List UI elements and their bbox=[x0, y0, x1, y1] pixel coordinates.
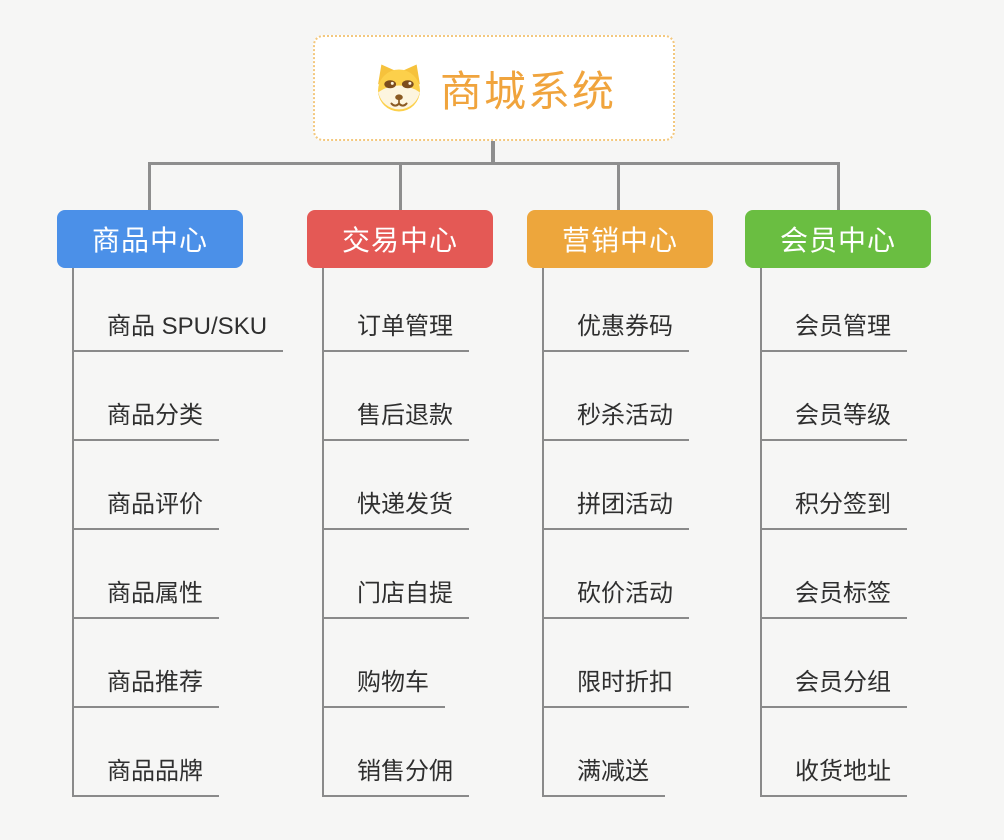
leaf-label: 商品品牌 bbox=[74, 751, 219, 797]
leaf-node[interactable]: 积分签到 bbox=[762, 441, 907, 530]
connector-root-stub bbox=[491, 139, 495, 165]
branch: 交易中心 订单管理售后退款快递发货门店自提购物车销售分佣 bbox=[307, 210, 493, 797]
connector-drop bbox=[617, 163, 620, 210]
leaf-label: 秒杀活动 bbox=[544, 395, 689, 441]
leaf-label: 拼团活动 bbox=[544, 484, 689, 530]
leaf-label: 商品 SPU/SKU bbox=[74, 306, 284, 352]
leaf-node[interactable]: 会员分组 bbox=[762, 619, 907, 708]
branch-children: 商品 SPU/SKU 商品分类商品评价商品属性商品推荐商品品牌 bbox=[72, 268, 284, 797]
leaf-node[interactable]: 拼团活动 bbox=[544, 441, 689, 530]
branch-children: 订单管理售后退款快递发货门店自提购物车销售分佣 bbox=[322, 268, 469, 797]
leaf-label: 购物车 bbox=[324, 662, 445, 708]
leaf-label: 收货地址 bbox=[762, 751, 907, 797]
leaf-node[interactable]: 优惠券码 bbox=[544, 268, 689, 352]
branch-node[interactable]: 营销中心 bbox=[527, 210, 713, 268]
leaf-node[interactable]: 商品评价 bbox=[74, 441, 283, 530]
branch-node[interactable]: 交易中心 bbox=[307, 210, 493, 268]
branch-children: 会员管理会员等级积分签到会员标签会员分组收货地址 bbox=[760, 268, 907, 797]
leaf-label: 商品评价 bbox=[74, 484, 219, 530]
leaf-label: 满减送 bbox=[544, 751, 665, 797]
branch-label: 会员中心 bbox=[779, 225, 896, 256]
branch: 营销中心 优惠券码秒杀活动拼团活动砍价活动限时折扣满减送 bbox=[527, 210, 713, 797]
leaf-node[interactable]: 砍价活动 bbox=[544, 530, 689, 619]
leaf-node[interactable]: 订单管理 bbox=[324, 268, 469, 352]
leaf-node[interactable]: 满减送 bbox=[544, 708, 689, 797]
leaf-label: 会员标签 bbox=[762, 573, 907, 619]
leaf-label: 会员管理 bbox=[762, 306, 907, 352]
leaf-label: 销售分佣 bbox=[324, 751, 469, 797]
leaf-node[interactable]: 商品推荐 bbox=[74, 619, 283, 708]
root-node[interactable]: 商城系统 bbox=[313, 35, 675, 141]
leaf-label: 商品推荐 bbox=[74, 662, 219, 708]
leaf-node[interactable]: 门店自提 bbox=[324, 530, 469, 619]
branch-node[interactable]: 商品中心 bbox=[57, 210, 243, 268]
leaf-node[interactable]: 会员管理 bbox=[762, 268, 907, 352]
leaf-node[interactable]: 商品属性 bbox=[74, 530, 283, 619]
leaf-label: 砍价活动 bbox=[544, 573, 689, 619]
branch-children: 优惠券码秒杀活动拼团活动砍价活动限时折扣满减送 bbox=[542, 268, 689, 797]
root-title: 商城系统 bbox=[439, 67, 616, 115]
leaf-label: 售后退款 bbox=[324, 395, 469, 441]
branch-label: 交易中心 bbox=[341, 225, 458, 256]
branch: 商品中心 商品 SPU/SKU 商品分类商品评价商品属性商品推荐商品品牌 bbox=[57, 210, 284, 797]
leaf-node[interactable]: 秒杀活动 bbox=[544, 352, 689, 441]
branch-label: 营销中心 bbox=[561, 225, 678, 256]
connector-drop bbox=[399, 163, 402, 210]
leaf-node[interactable]: 商品分类 bbox=[74, 352, 283, 441]
leaf-label: 商品属性 bbox=[74, 573, 219, 619]
leaf-label: 门店自提 bbox=[324, 573, 469, 619]
leaf-label: 会员等级 bbox=[762, 395, 907, 441]
leaf-label: 积分签到 bbox=[762, 484, 907, 530]
connector-drop bbox=[837, 163, 840, 210]
dog-face-icon bbox=[372, 62, 426, 114]
connector-bus bbox=[148, 162, 840, 165]
leaf-node[interactable]: 快递发货 bbox=[324, 441, 469, 530]
leaf-label: 优惠券码 bbox=[544, 306, 689, 352]
leaf-node[interactable]: 购物车 bbox=[324, 619, 469, 708]
branch: 会员中心 会员管理会员等级积分签到会员标签会员分组收货地址 bbox=[745, 210, 931, 797]
leaf-node[interactable]: 售后退款 bbox=[324, 352, 469, 441]
leaf-label: 限时折扣 bbox=[544, 662, 689, 708]
connector-drop bbox=[148, 163, 151, 210]
leaf-node[interactable]: 会员标签 bbox=[762, 530, 907, 619]
leaf-node[interactable]: 销售分佣 bbox=[324, 708, 469, 797]
leaf-node[interactable]: 限时折扣 bbox=[544, 619, 689, 708]
branch-label: 商品中心 bbox=[91, 225, 208, 256]
leaf-node[interactable]: 商品 SPU/SKU bbox=[74, 268, 284, 352]
leaf-label: 订单管理 bbox=[324, 306, 469, 352]
leaf-label: 会员分组 bbox=[762, 662, 907, 708]
leaf-label: 商品分类 bbox=[74, 395, 219, 441]
leaf-node[interactable]: 会员等级 bbox=[762, 352, 907, 441]
leaf-node[interactable]: 商品品牌 bbox=[74, 708, 283, 797]
leaf-node[interactable]: 收货地址 bbox=[762, 708, 907, 797]
branch-node[interactable]: 会员中心 bbox=[745, 210, 931, 268]
leaf-label: 快递发货 bbox=[324, 484, 469, 530]
